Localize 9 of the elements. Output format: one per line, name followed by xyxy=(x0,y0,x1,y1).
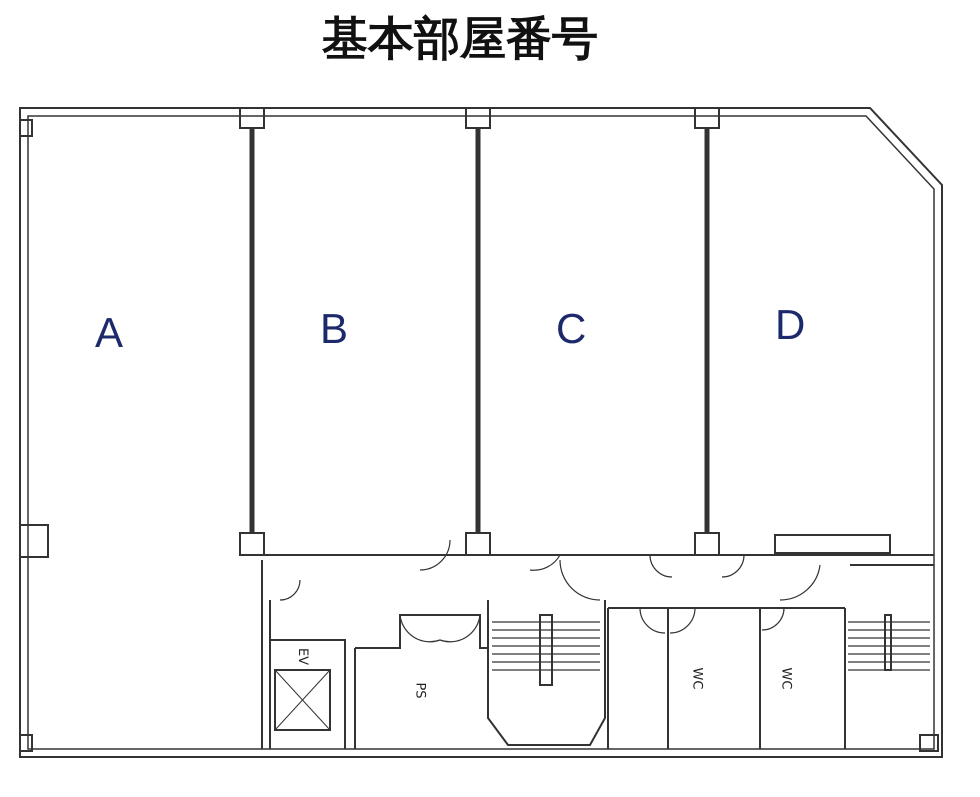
room-letter: A xyxy=(95,312,124,354)
room-letter: B xyxy=(320,308,348,350)
room-code: PS xyxy=(414,682,427,699)
room-code: WC xyxy=(779,668,792,690)
room-code: WC xyxy=(690,668,704,690)
room-letter: C xyxy=(556,308,586,350)
room-letter: D xyxy=(775,304,806,346)
room-code: EV xyxy=(296,648,310,666)
title: 基本部屋番号 xyxy=(321,10,599,67)
